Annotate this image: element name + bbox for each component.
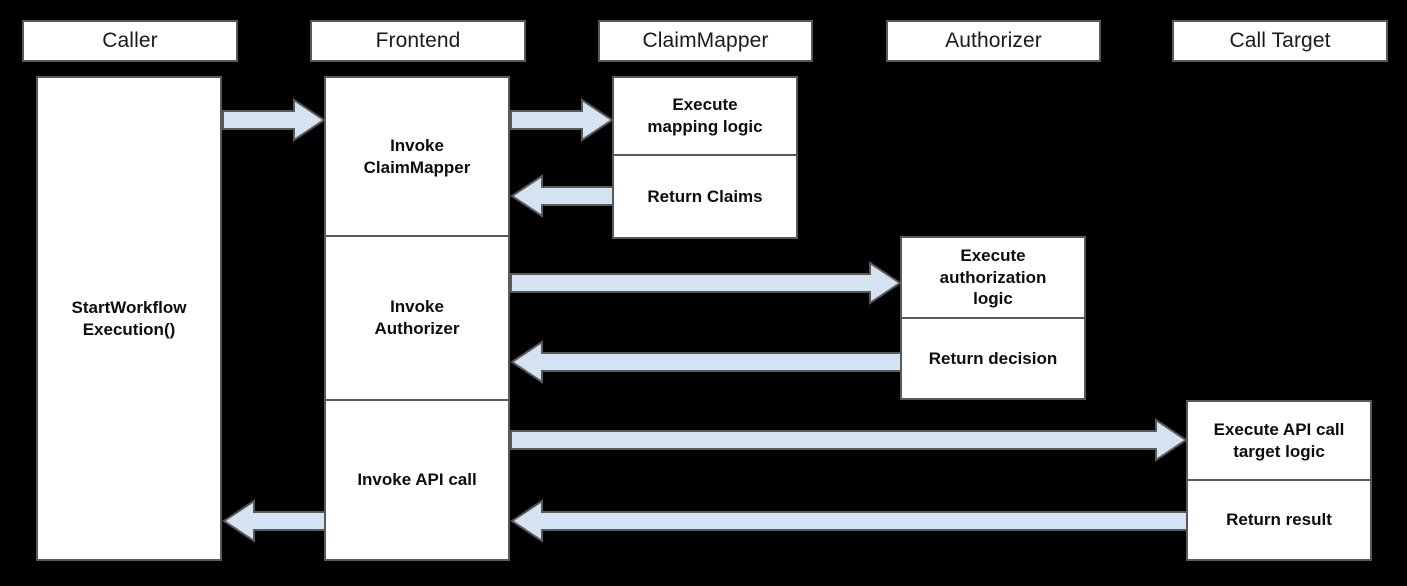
- lane-header-claimmapper[interactable]: ClaimMapper: [598, 20, 813, 62]
- activity-invoke-api-call-label: Invoke API call: [357, 470, 477, 490]
- activity-return-claims-label: Return Claims: [647, 186, 763, 206]
- lane-header-claimmapper-label: ClaimMapper: [642, 29, 769, 52]
- activity-return-result-label: Return result: [1226, 510, 1332, 530]
- arrow-claimmapper-to-frontend: [510, 174, 614, 218]
- activity-return-claims[interactable]: Return Claims: [612, 155, 798, 239]
- lane-header-authorizer[interactable]: Authorizer: [886, 20, 1101, 62]
- lane-header-frontend-label: Frontend: [375, 29, 461, 52]
- lane-header-caller[interactable]: Caller: [22, 20, 238, 62]
- arrow-calltarget-to-frontend: [510, 499, 1188, 543]
- lane-header-calltarget[interactable]: Call Target: [1172, 20, 1388, 62]
- arrow-frontend-to-authorizer: [510, 261, 902, 305]
- activity-return-decision-label: Return decision: [928, 348, 1058, 368]
- arrow-authorizer-to-frontend: [510, 340, 902, 384]
- lane-header-caller-label: Caller: [102, 29, 158, 52]
- arrow-frontend-to-caller: [222, 499, 326, 543]
- arrow-caller-to-frontend: [222, 98, 326, 142]
- lane-header-frontend[interactable]: Frontend: [310, 20, 526, 62]
- activity-return-result[interactable]: Return result: [1186, 480, 1372, 561]
- lane-header-calltarget-label: Call Target: [1229, 29, 1331, 52]
- activity-invoke-api-call[interactable]: Invoke API call: [324, 400, 510, 561]
- activity-return-decision[interactable]: Return decision: [900, 318, 1086, 400]
- arrow-frontend-to-calltarget: [510, 418, 1188, 462]
- lane-header-authorizer-label: Authorizer: [945, 29, 1042, 52]
- arrow-frontend-to-claimmapper: [510, 98, 614, 142]
